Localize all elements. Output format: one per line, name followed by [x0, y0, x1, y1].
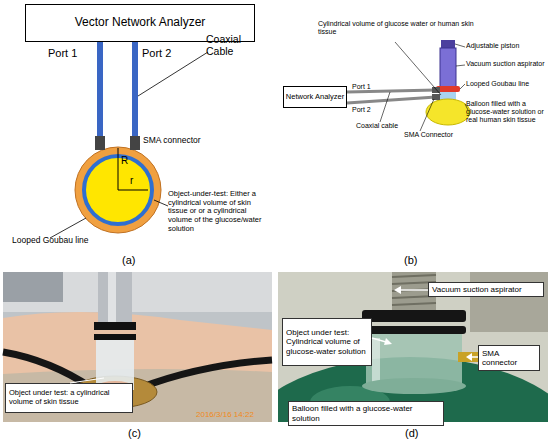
goubau-ring	[436, 86, 460, 92]
sma-connector	[130, 136, 140, 150]
node-text: SMA connector	[482, 349, 536, 367]
cable-label: Coaxial Cable	[206, 33, 254, 57]
part-label: Vacuum suction aspirator	[466, 60, 546, 68]
photo-background	[278, 272, 548, 422]
balloon	[426, 99, 470, 125]
radius-line	[118, 190, 148, 191]
leader-line	[420, 99, 434, 131]
node-text: Vacuum suction aspirator	[432, 285, 540, 294]
part-label: Adjustable piston	[466, 42, 519, 50]
node-text: Balloon filled with a glucose-water solu…	[292, 404, 440, 422]
seal-ring	[362, 310, 466, 322]
leader-line	[460, 84, 465, 89]
piston-head	[441, 40, 455, 48]
panel-label: (a)	[122, 254, 135, 267]
leader-line	[395, 42, 441, 95]
aspirator-cylinder	[440, 48, 456, 88]
node-text: Network Analyzer	[284, 93, 346, 102]
date-stamp: 2016/3/16 14:22	[196, 410, 254, 419]
node-text: Object under test: a cylindrical volume …	[9, 389, 129, 406]
note-label: Object-under-test: Either a cylindrical …	[168, 190, 266, 233]
seal-ring	[94, 334, 136, 340]
arrow-head	[384, 338, 392, 345]
human-arm	[3, 312, 272, 374]
radius-symbol: R	[121, 155, 128, 167]
leader-line	[455, 44, 465, 47]
seal-ring	[362, 326, 466, 334]
lab-instrument	[3, 272, 63, 302]
sma-connector	[432, 87, 440, 93]
photo-caption-box: Object under test: a cylindrical volume …	[5, 383, 133, 413]
photo-background	[3, 272, 272, 422]
part-label: Balloon filled with a glucose-water solu…	[466, 100, 546, 124]
photo-caption-box: SMA connector	[478, 345, 540, 371]
outer-ring	[75, 147, 161, 233]
panel-label: (b)	[404, 254, 417, 267]
bench	[3, 368, 272, 422]
port-label: Port 2	[352, 106, 371, 114]
leader-line	[380, 92, 390, 122]
seal-ring	[94, 322, 136, 330]
leader-line	[456, 65, 465, 66]
loop-outline	[74, 146, 162, 234]
port-label: Port 1	[48, 47, 77, 60]
glass-highlight	[372, 338, 380, 382]
port-label: Port 2	[142, 47, 171, 60]
sma-connector	[95, 136, 105, 150]
leader-arrow	[372, 338, 386, 342]
leader-arrow	[400, 289, 428, 291]
coaxial-cable	[347, 90, 436, 92]
sma-connector	[432, 94, 440, 100]
radius-line	[118, 148, 119, 190]
coaxial-cable	[132, 42, 138, 149]
leader-line	[50, 218, 86, 238]
glass-base	[362, 378, 466, 394]
goubau-loop: Rr	[74, 146, 162, 234]
photo-caption-box: Balloon filled with a glucose-water solu…	[288, 401, 444, 426]
aspirator-body	[98, 272, 132, 322]
instrument-box: Network Analyzer	[283, 86, 347, 108]
radius-symbol: r	[130, 175, 133, 187]
panel-label: (d)	[405, 427, 418, 440]
photo-caption-box: Vacuum suction aspirator	[428, 282, 544, 297]
bench	[470, 272, 548, 332]
photo-caption-box: Object under test: Cylindrical volume of…	[282, 318, 372, 366]
arrow-head	[466, 353, 472, 361]
cable-label: Coaxial cable	[356, 122, 398, 130]
panel-label: (c)	[128, 427, 141, 440]
part-label: Looped Goubau line	[12, 236, 89, 246]
sample-volume	[440, 92, 456, 100]
note-label: Cylindrical volume of glucose water or h…	[318, 20, 478, 36]
coaxial-cable	[347, 97, 436, 103]
port-label: Port 1	[352, 83, 371, 91]
part-label: SMA connector	[143, 136, 201, 146]
part-label: Looped Goubau line	[466, 80, 529, 88]
coaxial-cable	[140, 360, 272, 388]
coaxial-cable	[97, 42, 103, 150]
glass-cylinder	[366, 334, 462, 386]
node-text: Vector Network Analyzer	[26, 16, 254, 30]
aspirator-highlight	[108, 272, 116, 322]
node-text: Object under test: Cylindrical volume of…	[286, 328, 368, 356]
lab-instrument	[3, 272, 272, 312]
part-label: SMA Connector	[404, 131, 453, 139]
arrow-head	[394, 286, 401, 294]
